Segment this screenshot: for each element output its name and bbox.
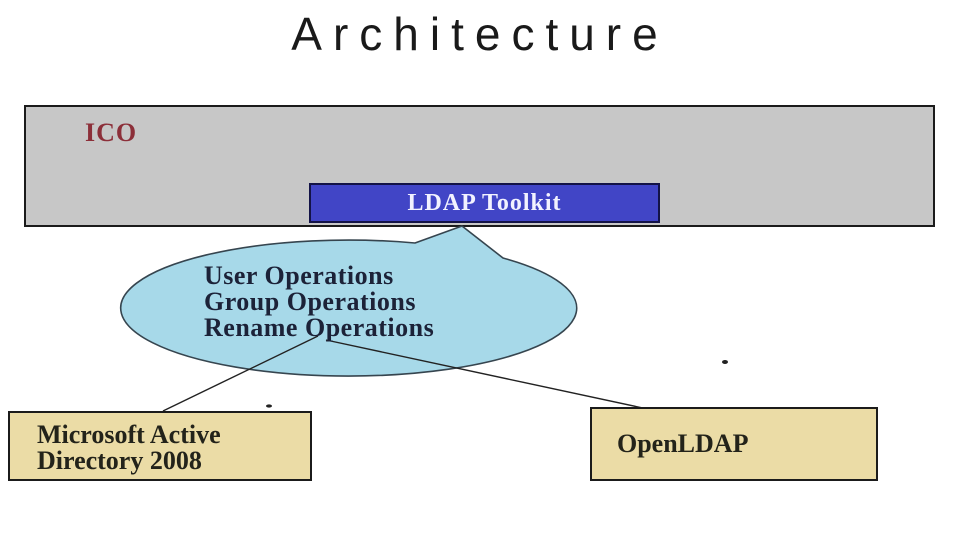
callout-line-user-operations: User Operations [204,261,394,290]
active-directory-label: Microsoft Active Directory 2008 [37,420,221,475]
stray-dot-left [266,404,272,408]
callout-line-rename-operations: Rename Operations [204,313,435,342]
openldap-box: OpenLDAP [590,407,878,481]
callout-line-group-operations: Group Operations [204,287,416,316]
connector-line-active-directory [162,335,319,412]
active-directory-box: Microsoft Active Directory 2008 [8,411,312,481]
ldap-toolkit-label: LDAP Toolkit [407,189,562,216]
openldap-label: OpenLDAP [617,429,749,458]
ldap-toolkit-box: LDAP Toolkit [309,183,660,223]
slide-title: Architecture [291,8,669,60]
connector-line-openldap [325,339,644,409]
callout-operations-list: User Operations Group Operations Rename … [204,263,434,341]
ico-label: ICO [85,118,138,147]
callout-bubble [119,225,578,377]
stray-dot-right [722,360,728,364]
